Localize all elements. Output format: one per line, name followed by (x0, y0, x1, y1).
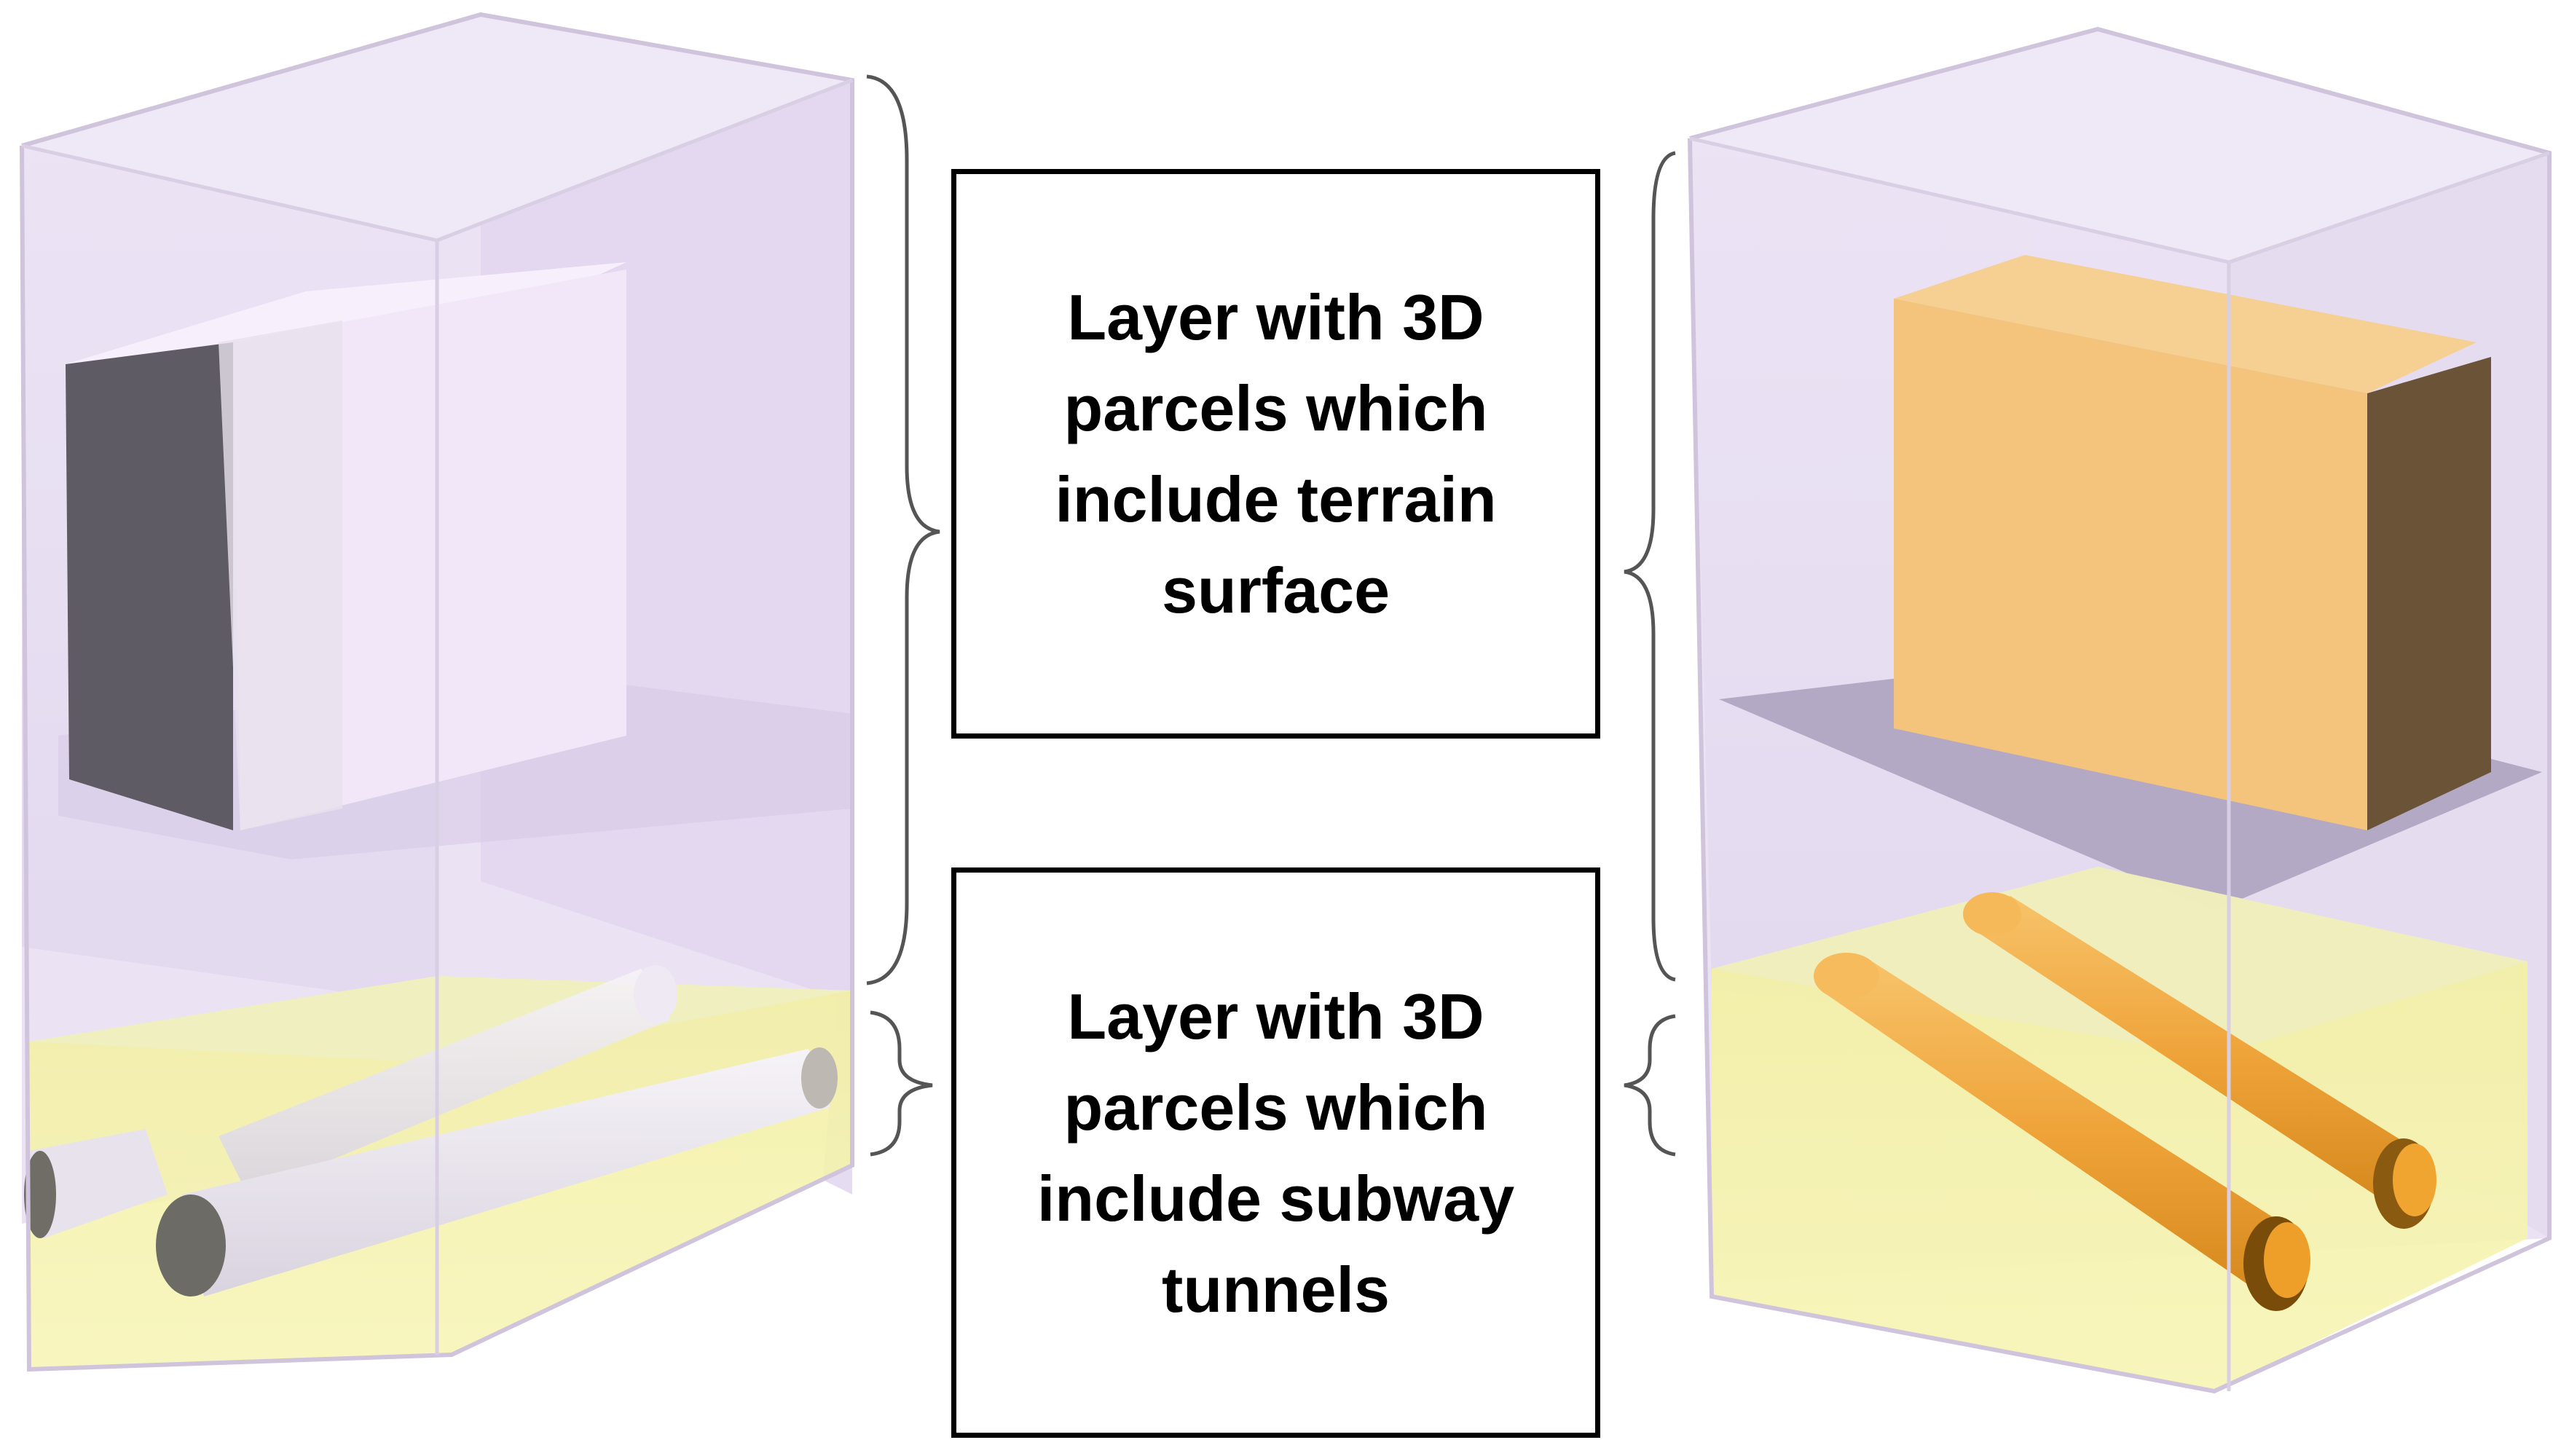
right-volume-top-face (1690, 29, 2549, 262)
left-parcel-volume (20, 12, 854, 1372)
top-layer-label-line: parcels which (1063, 372, 1488, 444)
bottom-layer-label-line: tunnels (1162, 1253, 1390, 1326)
bottom-layer-label-line: include subway (1036, 1162, 1515, 1235)
right-volume-edges (1688, 26, 2552, 1394)
left-volume-top-face (22, 15, 852, 240)
left-building-light-edge (219, 320, 342, 830)
right-parcel-volume (1688, 26, 2552, 1394)
right-subsurface-top (1712, 867, 2527, 1056)
brace-right-bottom (1624, 1014, 1676, 1157)
left-building-top (66, 262, 626, 364)
top-layer-label: Layer with 3D parcels which include terr… (1055, 272, 1496, 636)
brace-left-top (866, 74, 940, 985)
brace-right-top (1624, 151, 1676, 982)
top-layer-label-box: Layer with 3D parcels which include terr… (951, 169, 1600, 739)
top-layer-label-line: include terrain (1055, 463, 1497, 535)
bottom-layer-label-line: parcels which (1063, 1071, 1488, 1144)
left-volume-edges (20, 12, 854, 1372)
right-tunnel-back (1963, 892, 2436, 1229)
bottom-layer-label-line: Layer with 3D (1067, 980, 1484, 1052)
top-layer-label-line: Layer with 3D (1067, 281, 1484, 353)
right-building-front-face (1894, 299, 2367, 830)
left-tunnel-cut (24, 1129, 168, 1238)
right-building-top (1894, 255, 2476, 393)
right-building-shadow-face (2367, 357, 2491, 830)
left-building-shadow-face (66, 342, 233, 830)
bottom-layer-label: Layer with 3D parcels which include subw… (1037, 971, 1514, 1335)
brace-left-bottom (870, 1010, 933, 1157)
left-tunnel-back (219, 965, 677, 1195)
bottom-layer-label-box: Layer with 3D parcels which include subw… (951, 867, 1600, 1438)
top-layer-label-line: surface (1161, 554, 1390, 626)
left-tunnel-front (156, 1047, 838, 1296)
right-tunnel-front (1814, 953, 2310, 1311)
